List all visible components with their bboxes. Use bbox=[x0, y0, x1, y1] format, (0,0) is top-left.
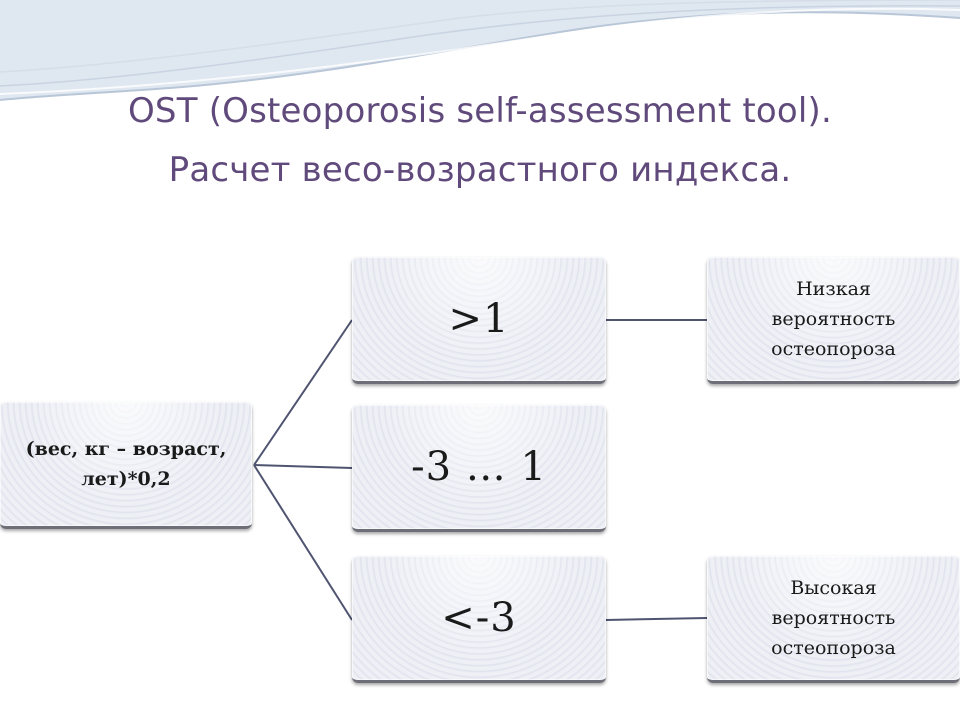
formula-box: (вес, кг – возраст, лет)*0,2 bbox=[0, 402, 252, 529]
result-text-low-probability: Низкая вероятность остеопороза bbox=[771, 278, 896, 360]
result-box-high-probability: Высокая вероятность остеопороза bbox=[707, 556, 960, 683]
connector-b3-to-r2 bbox=[605, 617, 708, 621]
branch-box-middle: -3 … 1 bbox=[352, 405, 606, 532]
connector-root-to-b1 bbox=[253, 319, 353, 466]
branch-box-high: >1 bbox=[352, 257, 606, 384]
slide-title-line-1: OST (Osteoporosis self-assessment tool). bbox=[127, 91, 833, 131]
decorative-wave-header bbox=[0, 0, 960, 101]
result-text-high-probability: Высокая вероятность остеопороза bbox=[771, 577, 896, 659]
branch-label-low: <-3 bbox=[441, 595, 517, 641]
result-box-low-probability: Низкая вероятность остеопороза bbox=[707, 257, 960, 384]
connector-root-to-b2 bbox=[253, 464, 353, 469]
connector-root-to-b3 bbox=[253, 464, 353, 621]
branch-label-high: >1 bbox=[448, 296, 510, 342]
branch-box-low: <-3 bbox=[352, 556, 606, 683]
slide-title-line-2: Расчет весо-возрастного индекса. bbox=[168, 150, 792, 190]
formula-text: (вес, кг – возраст, лет)*0,2 bbox=[25, 438, 227, 490]
branch-label-middle: -3 … 1 bbox=[411, 444, 547, 490]
